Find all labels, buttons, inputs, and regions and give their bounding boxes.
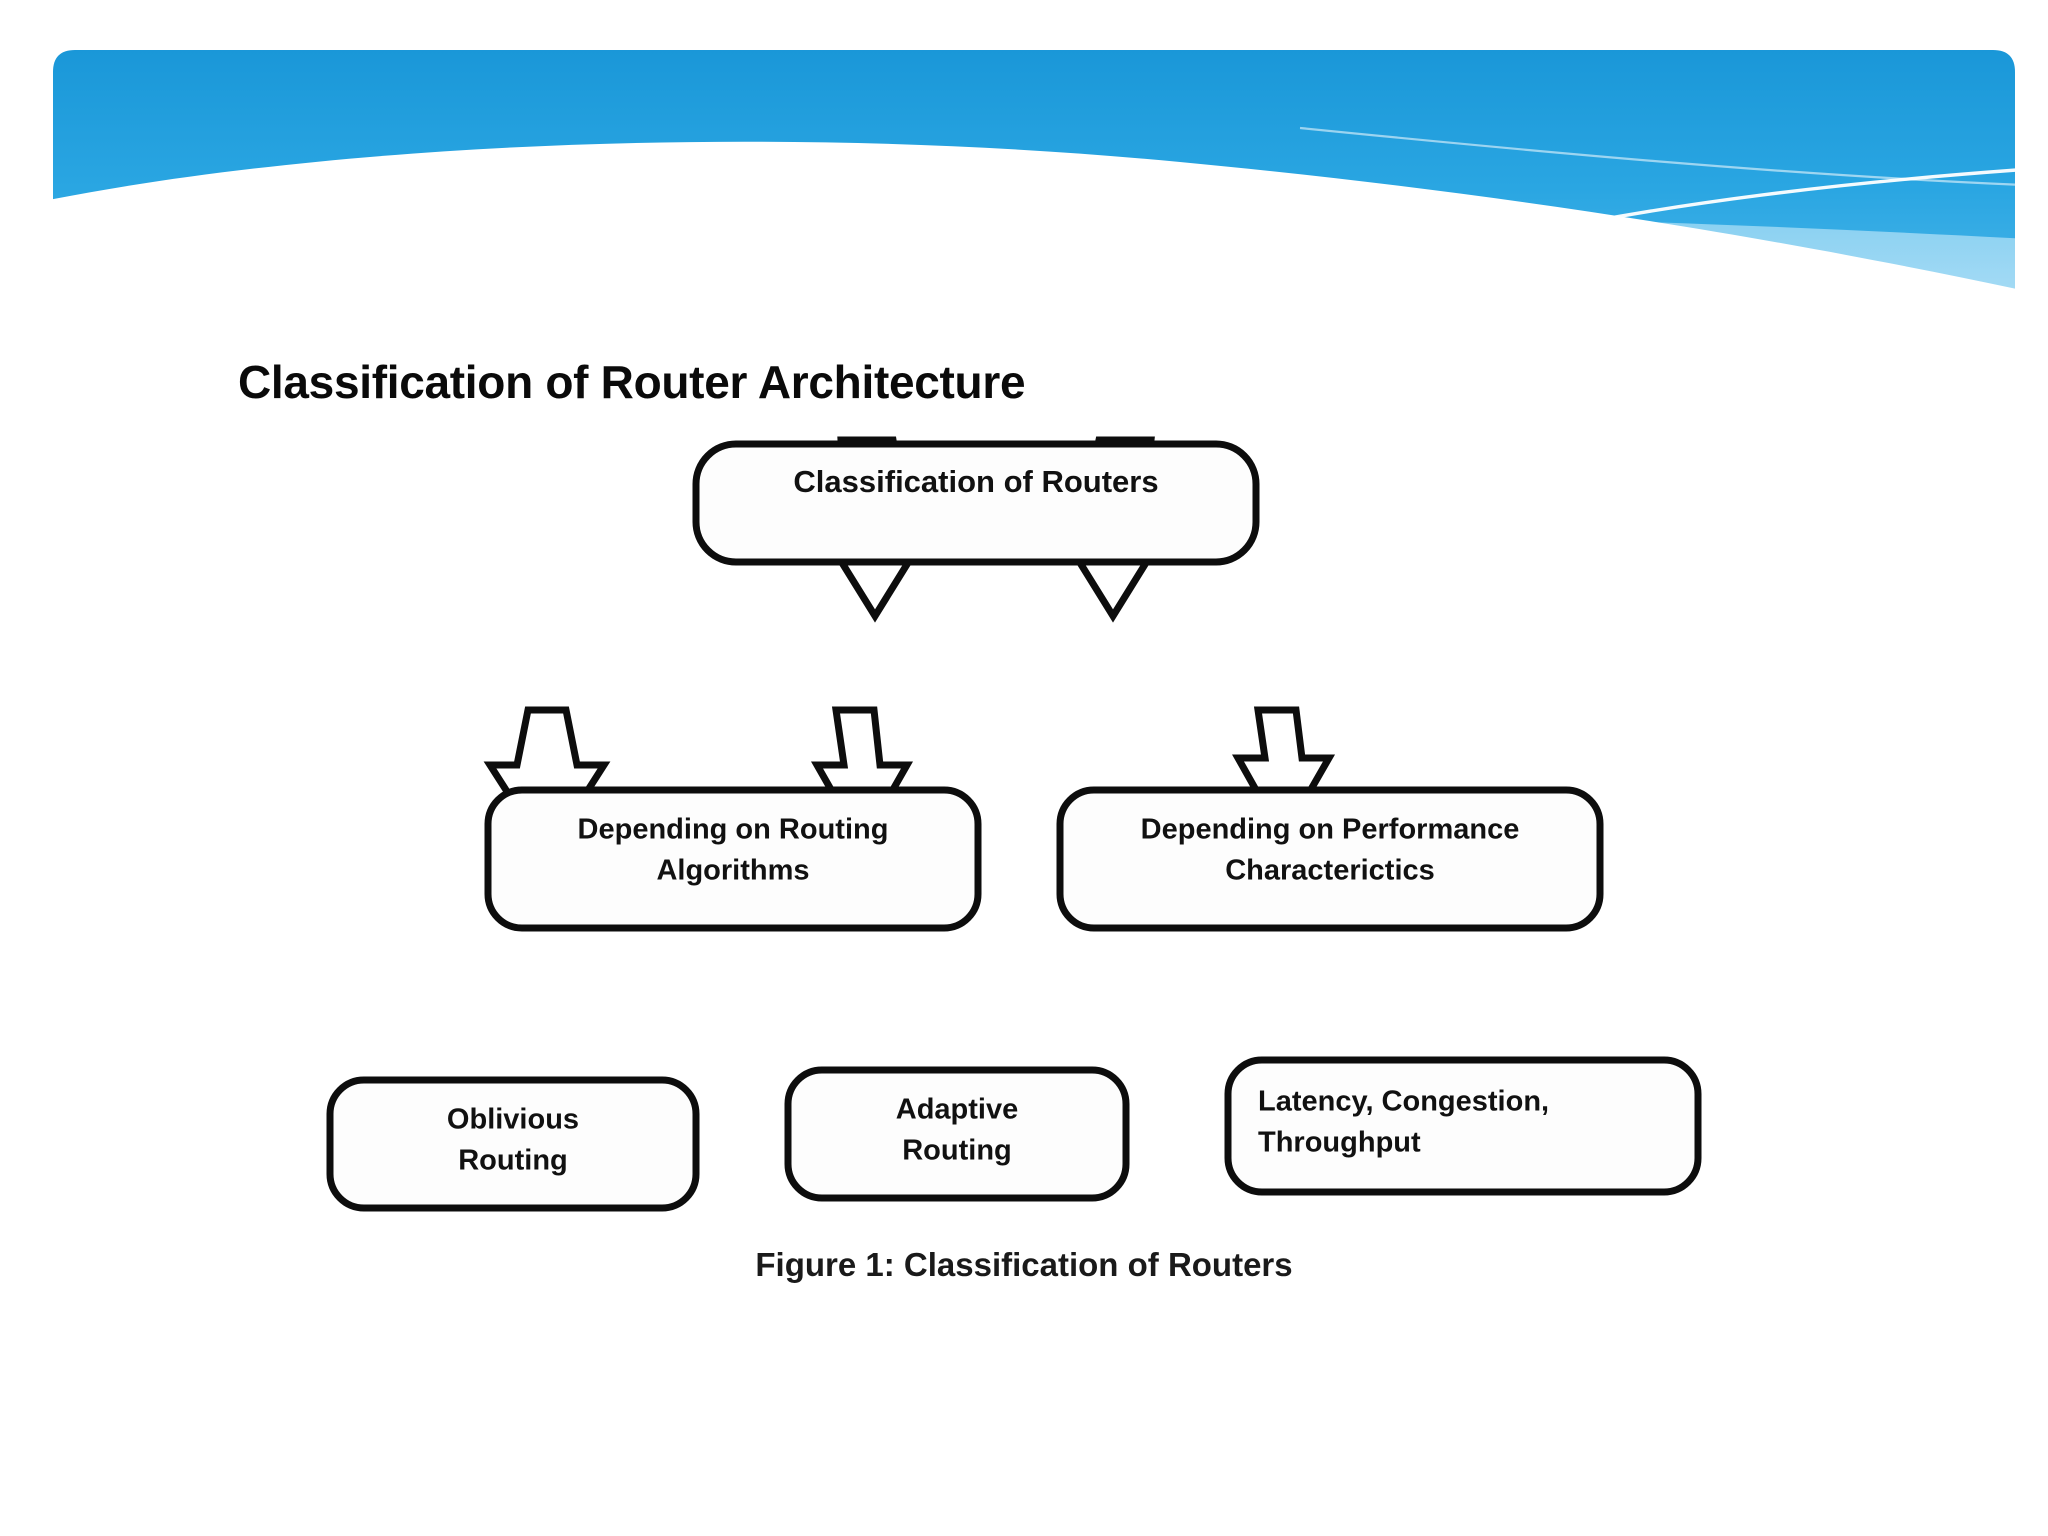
router-classification-diagram: Classification of Routers Depending on R… [0, 420, 2048, 1340]
node-oblivious-routing[interactable]: Oblivious Routing [326, 1076, 700, 1212]
node-label-branch-right-line1: Depending on Performance [1141, 814, 1520, 846]
node-label-branch-left-line2: Algorithms [656, 855, 809, 887]
node-label-adaptive-line1: Adaptive [896, 1094, 1018, 1126]
decorative-blue-wave-banner [0, 0, 2048, 360]
node-depending-on-performance-characteristics[interactable]: Depending on Performance Characterictics [1056, 786, 1604, 932]
node-label-adaptive-line2: Routing [902, 1135, 1012, 1167]
page-title: Classification of Router Architecture [238, 356, 1026, 408]
node-adaptive-routing[interactable]: Adaptive Routing [784, 1066, 1130, 1202]
node-label-branch-left-line1: Depending on Routing [578, 814, 889, 846]
node-label-metrics-line1: Latency, Congestion, [1258, 1086, 1549, 1118]
node-latency-congestion-throughput[interactable]: Latency, Congestion, Throughput [1224, 1056, 1702, 1196]
node-label-branch-right-line2: Characterictics [1225, 855, 1435, 887]
node-label-oblivious-line2: Routing [458, 1145, 568, 1177]
node-depending-on-routing-algorithms[interactable]: Depending on Routing Algorithms [484, 786, 982, 932]
figure-caption: Figure 1: Classification of Routers [755, 1246, 1293, 1283]
node-classification-of-routers[interactable]: Classification of Routers [692, 440, 1260, 566]
node-label-metrics-line2: Throughput [1258, 1127, 1421, 1159]
node-label-root: Classification of Routers [793, 464, 1158, 499]
banner-art [53, 50, 2015, 360]
node-label-oblivious-line1: Oblivious [447, 1104, 579, 1136]
